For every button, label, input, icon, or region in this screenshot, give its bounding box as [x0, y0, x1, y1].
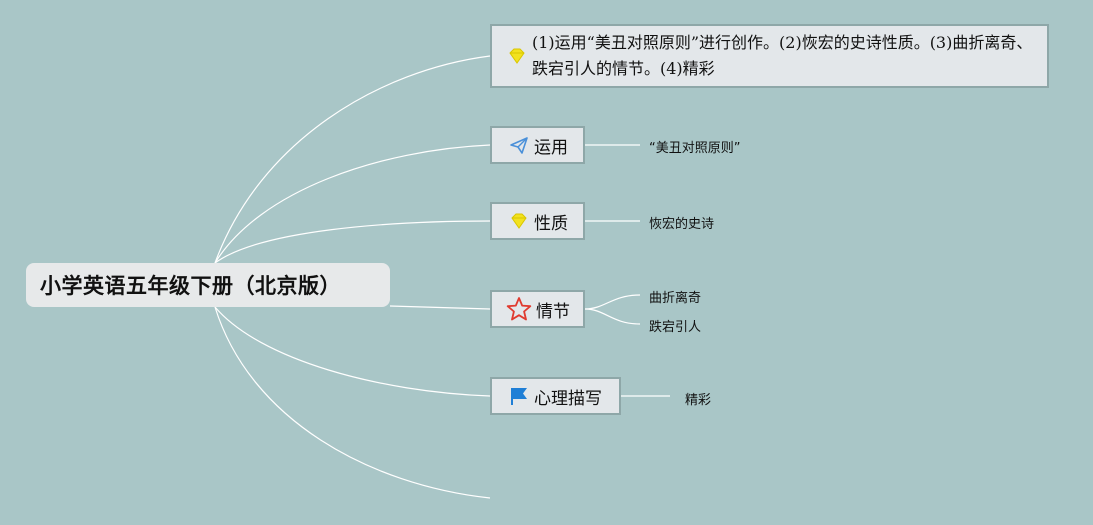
root-topic[interactable]: 小学英语五年级下册（北京版）	[26, 263, 390, 307]
connector-root-extra	[214, 306, 491, 499]
leaf-xinli[interactable]: 精彩	[685, 393, 712, 408]
diamond-icon	[506, 45, 528, 67]
leaf-xingzhi[interactable]: 恢宏的史诗	[649, 217, 715, 232]
connector-root-xingzhi	[214, 220, 491, 264]
topic-qingjie-label: 情节	[536, 301, 570, 322]
connector-qingjie-leaf1	[584, 294, 641, 310]
star-icon	[506, 296, 532, 322]
leaf-qingjie-2[interactable]: 跌宕引人	[649, 320, 702, 335]
connector-root-yunyong	[214, 144, 491, 264]
topic-xinli-label: 心理描写	[534, 388, 602, 409]
topic-summary-label: (1)运用“美丑对照原则”进行创作。(2)恢宏的史诗性质。(3)曲折离奇、跌宕引…	[532, 33, 1033, 78]
topic-yunyong-label: 运用	[534, 137, 568, 158]
root-title: 小学英语五年级下册（北京版）	[40, 274, 341, 298]
connector-root-summary	[214, 55, 491, 264]
topic-xinli[interactable]: 心理描写	[490, 377, 621, 415]
connector-root-xinli	[214, 306, 491, 397]
connector-root-qingjie	[389, 305, 491, 310]
topic-yunyong[interactable]: 运用	[490, 126, 585, 164]
leaf-yunyong[interactable]: “美丑对照原则”	[649, 141, 741, 156]
diamond-icon	[508, 210, 530, 232]
topic-summary[interactable]: (1)运用“美丑对照原则”进行创作。(2)恢宏的史诗性质。(3)曲折离奇、跌宕引…	[490, 24, 1049, 88]
topic-xingzhi-label: 性质	[534, 213, 568, 234]
topic-xingzhi[interactable]: 性质	[490, 202, 585, 240]
connector-qingjie-leaf2	[584, 308, 641, 325]
leaf-qingjie-1[interactable]: 曲折离奇	[649, 291, 702, 306]
flag-icon	[508, 385, 530, 407]
topic-qingjie[interactable]: 情节	[490, 290, 585, 328]
paper-plane-icon	[508, 134, 530, 156]
